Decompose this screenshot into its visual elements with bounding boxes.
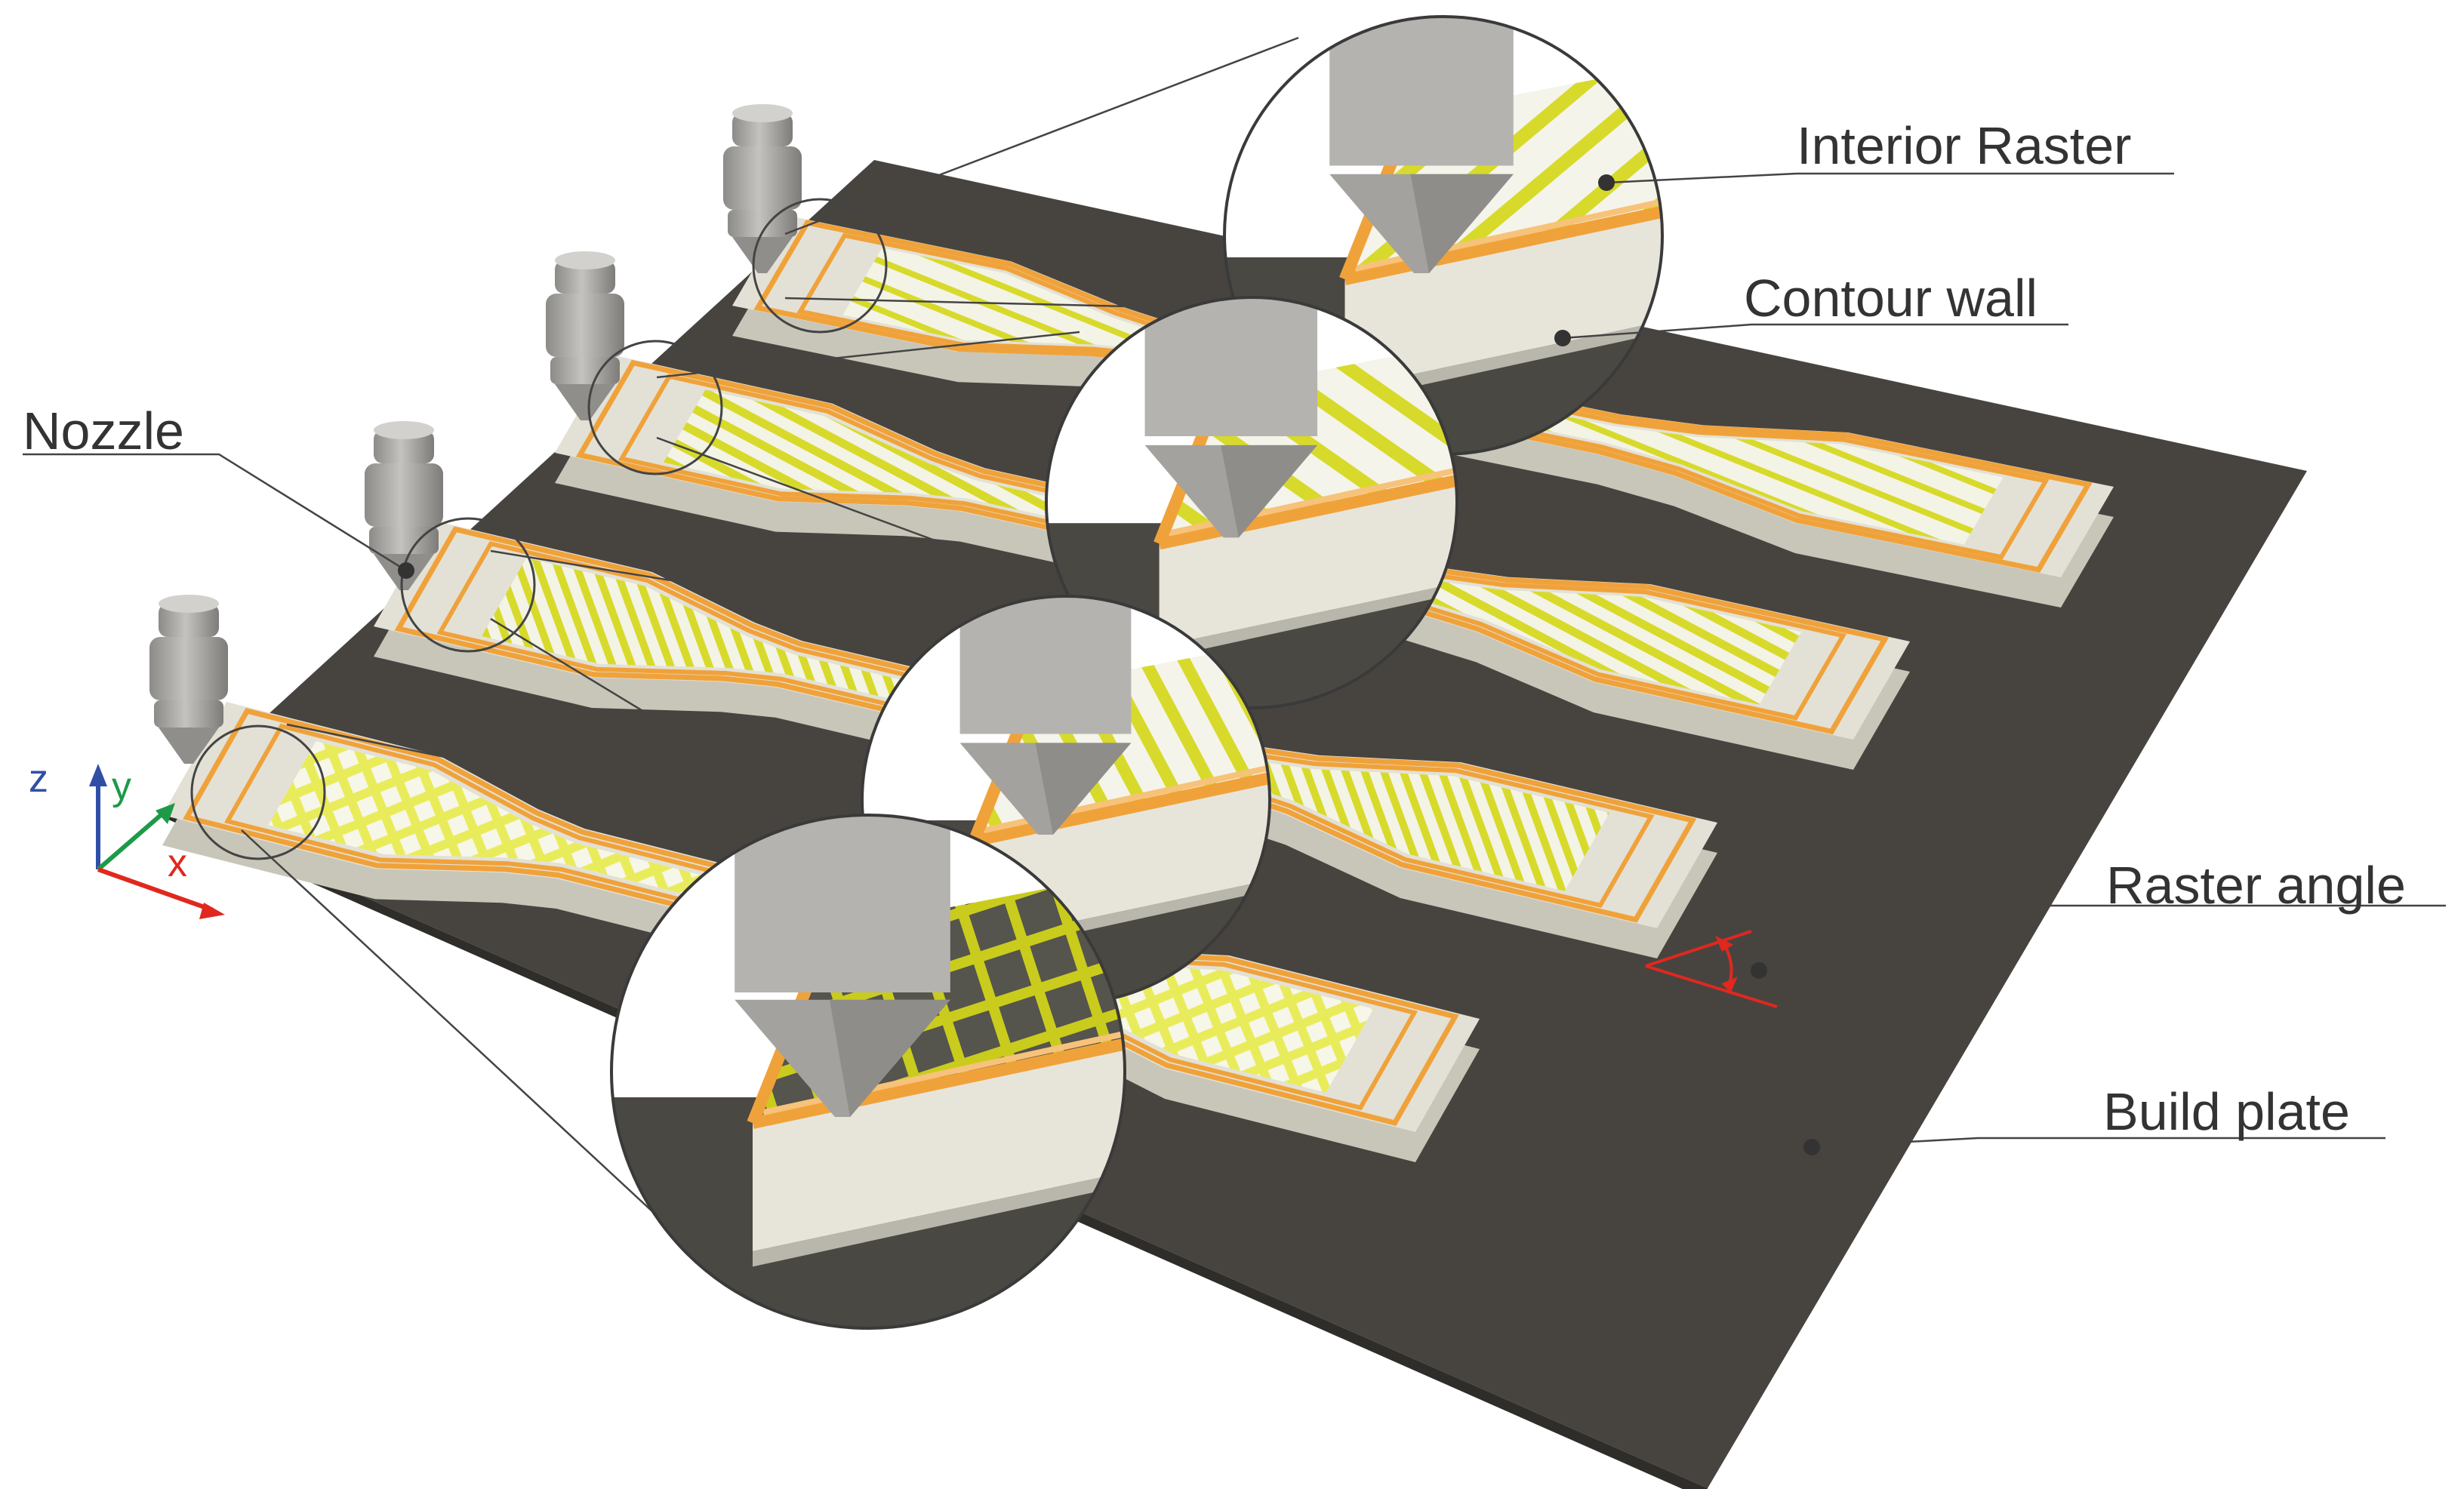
label-build-plate: Build plate xyxy=(2103,1085,2350,1138)
label-contour-wall: Contour wall xyxy=(1744,272,2037,325)
label-raster-angle: Raster angle xyxy=(2106,859,2406,912)
label-interior-raster: Interior Raster xyxy=(1797,119,2131,172)
y-axis-arrow xyxy=(98,811,166,869)
axis-label-z: z xyxy=(29,759,48,798)
label-nozzle: Nozzle xyxy=(23,405,184,457)
axis-label-y: y xyxy=(112,767,131,806)
x-axis-arrow xyxy=(98,869,213,910)
axis-label-x: x xyxy=(168,844,187,883)
